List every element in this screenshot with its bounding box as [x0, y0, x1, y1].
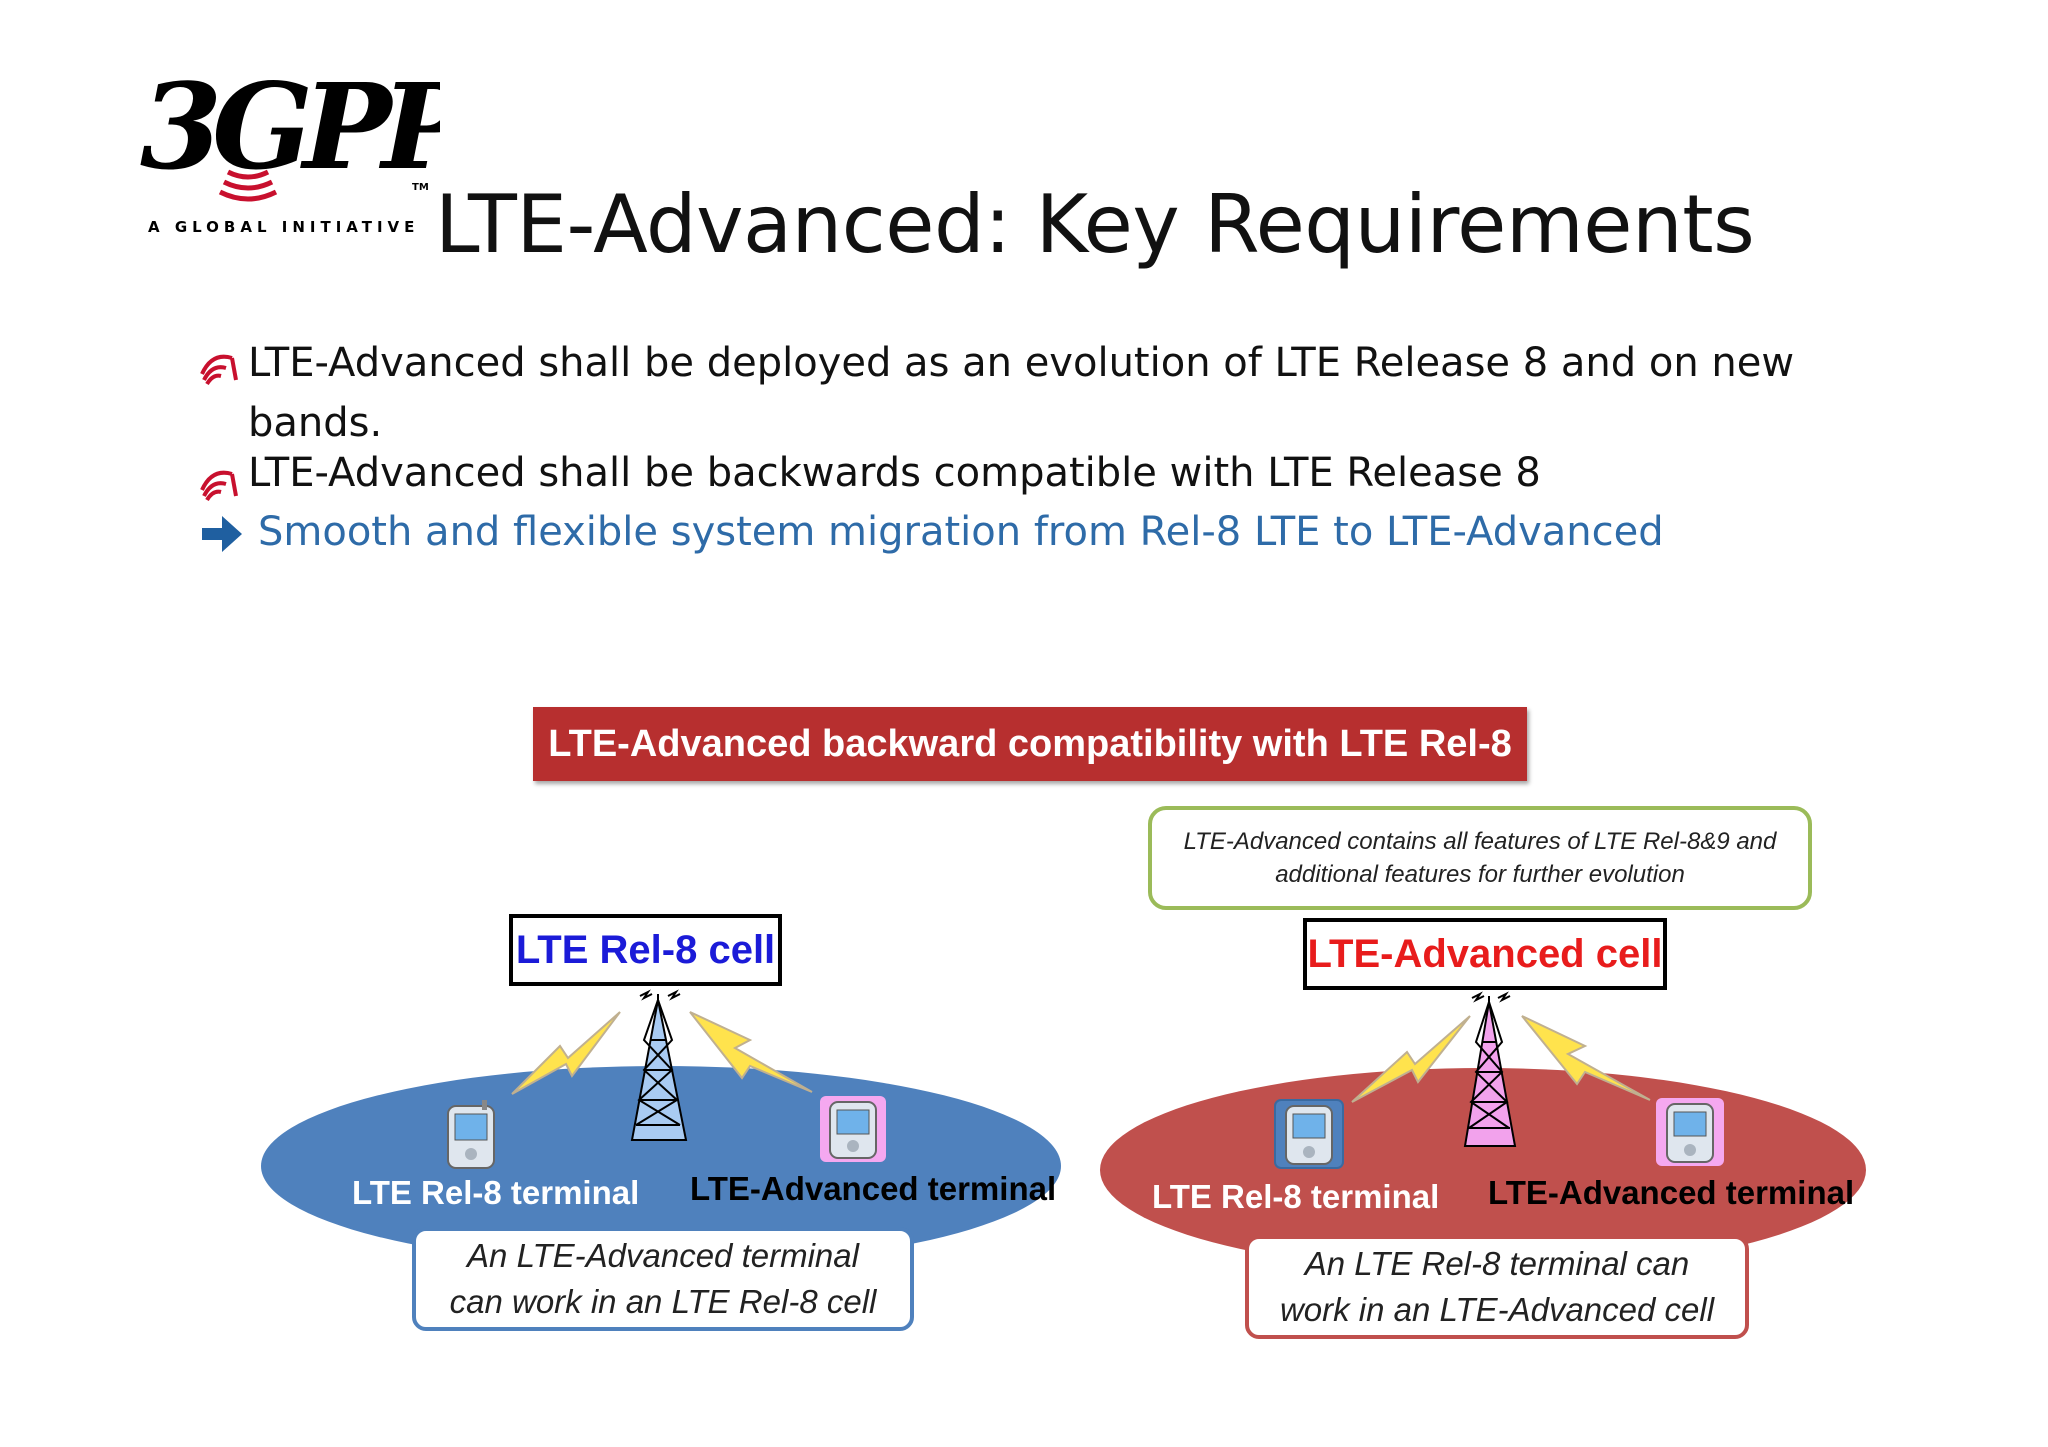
left-advanced-terminal-label: LTE-Advanced terminal	[690, 1170, 1056, 1208]
feature-note-line1: LTE-Advanced contains all features of LT…	[1184, 825, 1777, 858]
rel8-base-station-icon	[632, 992, 686, 1140]
left-caption-line2: can work in an LTE Rel-8 cell	[450, 1279, 877, 1325]
right-caption-line1: An LTE Rel-8 terminal can	[1280, 1241, 1714, 1287]
left-caption-line1: An LTE-Advanced terminal	[450, 1233, 877, 1279]
right-rel8-terminal-label: LTE Rel-8 terminal	[1152, 1178, 1439, 1216]
advanced-terminal-icon	[1656, 1098, 1724, 1166]
feature-note-line2: additional features for further evolutio…	[1184, 858, 1777, 891]
diagram-banner: LTE-Advanced backward compatibility with…	[533, 707, 1527, 781]
right-caption: An LTE Rel-8 terminal can work in an LTE…	[1245, 1235, 1749, 1339]
rel8-terminal-icon	[448, 1100, 494, 1168]
rel8-cell-label: LTE Rel-8 cell	[509, 914, 782, 986]
advanced-cell-label: LTE-Advanced cell	[1303, 918, 1667, 990]
advanced-terminal-icon	[820, 1096, 886, 1162]
left-rel8-terminal-label: LTE Rel-8 terminal	[352, 1174, 639, 1212]
right-caption-line2: work in an LTE-Advanced cell	[1280, 1287, 1714, 1333]
right-advanced-terminal-label: LTE-Advanced terminal	[1488, 1174, 1854, 1212]
feature-note: LTE-Advanced contains all features of LT…	[1148, 806, 1812, 910]
left-caption: An LTE-Advanced terminal can work in an …	[412, 1227, 914, 1331]
rel8-terminal-icon	[1275, 1100, 1343, 1168]
